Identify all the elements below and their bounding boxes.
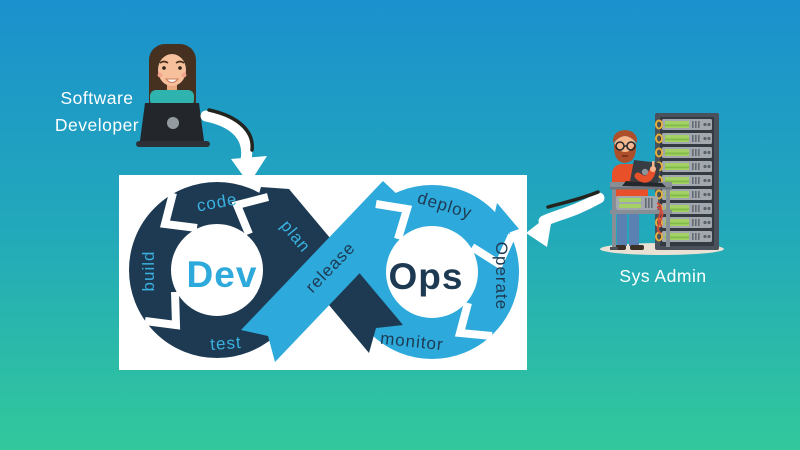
sysadmin-finger — [652, 161, 655, 168]
release-band — [241, 181, 417, 362]
desk-laptop-logo — [641, 168, 649, 176]
developer-arrow-head — [231, 156, 267, 184]
sysadmin-arrow-head — [526, 212, 553, 247]
developer-blush-left — [157, 72, 163, 78]
sysadmin-arrow — [526, 190, 605, 247]
stage-label-build: build — [139, 251, 158, 292]
sysadmin-person — [612, 130, 648, 250]
stage-label-operate: Operate — [492, 242, 511, 310]
red-cable-1 — [656, 202, 663, 227]
developer-eye-right — [178, 66, 182, 70]
red-cable-2 — [656, 206, 664, 234]
developer-fringe — [149, 45, 195, 80]
ops-loop-ring — [345, 185, 519, 359]
developer-label-line2: Developer — [55, 115, 139, 135]
sysadmin-shoe-right — [630, 245, 644, 250]
ops-title: Ops — [389, 256, 464, 297]
sysadmin-hair — [612, 130, 638, 143]
sysadmin-beard — [614, 143, 636, 163]
deploy-arrow-tip — [489, 203, 519, 240]
chevron-notch-ops-right — [469, 233, 516, 270]
desk-cart — [610, 160, 672, 250]
developer-label-line1: Software — [60, 88, 133, 108]
developer-eye-left — [162, 66, 166, 70]
chevron-notch-dev-top-left — [159, 192, 198, 232]
developer-eyebrow-left — [159, 60, 169, 64]
sysadmin-leg-right — [629, 206, 639, 246]
developer-arrow — [200, 108, 267, 184]
developer-neck — [167, 82, 177, 92]
devops-infinity-loop: code build test plan release deploy Oper… — [129, 181, 519, 362]
chevron-notch-ops-top-left — [375, 200, 413, 241]
developer-smile — [164, 78, 180, 83]
software-developer-illustration — [136, 44, 210, 147]
sysadmin-illustration — [600, 113, 724, 255]
chevron-notch-dev-top-right — [231, 193, 269, 236]
stage-label-test: test — [210, 333, 243, 354]
dev-loop-ring — [129, 182, 305, 358]
developer-laptop-logo — [167, 117, 179, 129]
sysadmin-label: Sys Admin — [619, 266, 706, 286]
server-rack — [655, 113, 719, 250]
sysadmin-leg-left — [617, 206, 627, 246]
developer-blush-right — [181, 72, 187, 78]
sysadmin-hand — [650, 166, 656, 172]
sysadmin-arm — [634, 168, 656, 183]
chevron-notch-ops-bottom-right — [454, 301, 493, 340]
developer-laptop-base — [136, 141, 210, 147]
developer-eyebrow-right — [175, 60, 185, 64]
dev-title: Dev — [187, 254, 258, 295]
desk-laptop-base — [622, 181, 666, 187]
developer-shirt — [150, 90, 194, 106]
chevron-notch-dev-bottom-left — [144, 291, 181, 330]
